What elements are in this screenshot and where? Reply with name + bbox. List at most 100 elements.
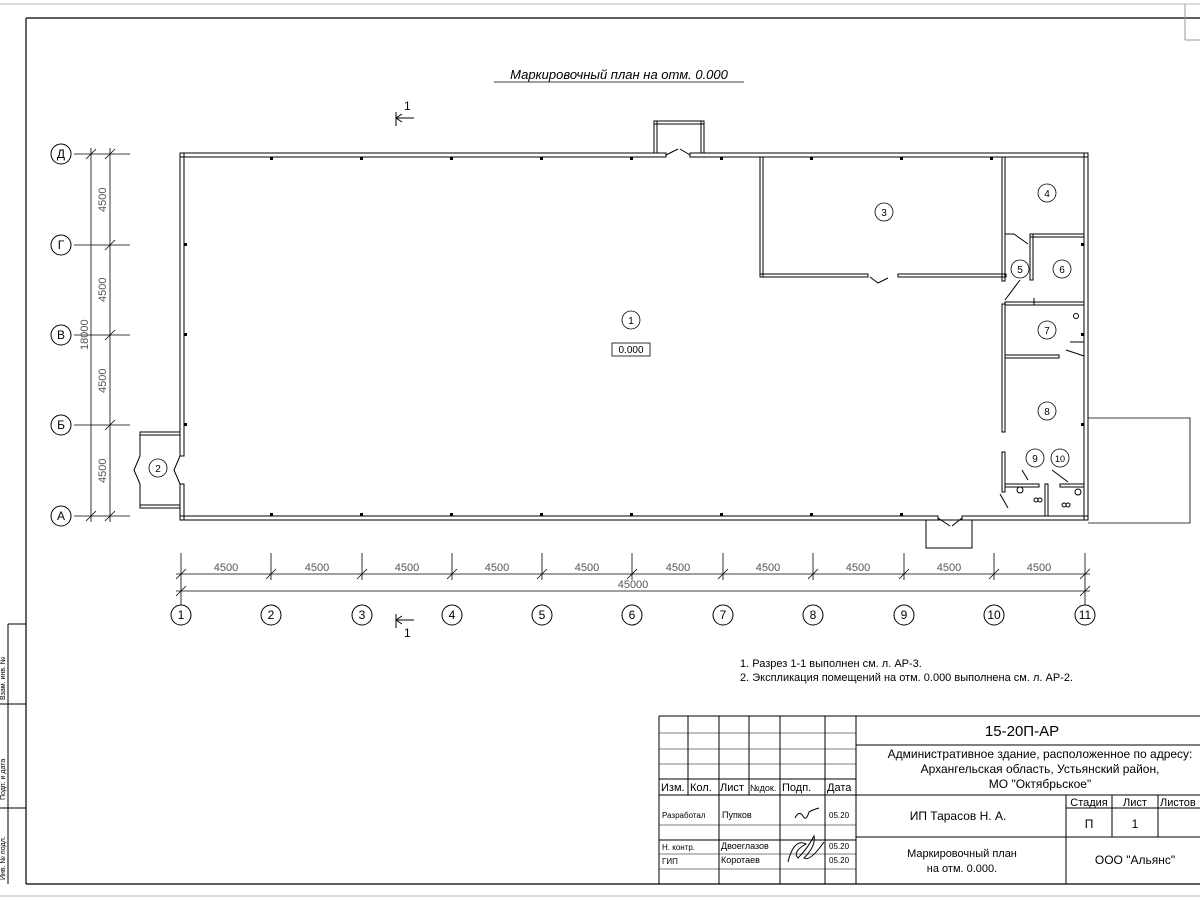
section-marker-bottom (395, 614, 414, 628)
tb-sheet-title-1: Маркировочный план (907, 848, 1017, 860)
svg-text:А: А (57, 509, 65, 523)
tb-col-data: Дата (827, 782, 852, 794)
tb-col-list: Лист (720, 782, 744, 794)
svg-text:Б: Б (57, 418, 65, 432)
tb-name-2: Двоеглазов (721, 841, 769, 851)
tb-role-2: Н. контр. (662, 843, 695, 852)
room-bubble-9: 9 (1025, 448, 1045, 468)
axis-bubble-8: 8 (802, 604, 824, 626)
dim-chain-left (74, 148, 130, 522)
elevation-mark: 0.000 (611, 342, 651, 357)
tb-date-1: 05.20 (829, 811, 850, 820)
dim-x-3: 4500 (395, 562, 419, 574)
partitions (759, 156, 1085, 517)
tb-stage-value: П (1085, 817, 1094, 831)
plan-title: Маркировочный план на отм. 0.000 (510, 67, 729, 82)
tb-role-3: ГИП (662, 857, 678, 866)
room-bubble-6: 6 (1052, 259, 1072, 279)
svg-text:4: 4 (449, 608, 456, 622)
column-ticks (184, 157, 1084, 516)
axis-bubble-D: Д (50, 143, 72, 165)
side-stamp (0, 623, 26, 884)
dim-x-6: 4500 (666, 562, 690, 574)
axis-bubble-A: А (50, 505, 72, 527)
tb-col-izm: Изм. (661, 782, 685, 794)
svg-text:Г: Г (58, 238, 65, 252)
svg-text:9: 9 (901, 608, 908, 622)
title-block (658, 715, 1200, 884)
dim-x-10: 4500 (1027, 562, 1051, 574)
svg-text:2: 2 (268, 608, 275, 622)
dim-y-3: 4500 (97, 369, 109, 393)
axis-bubble-1: 1 (170, 604, 192, 626)
dim-x-2: 4500 (305, 562, 329, 574)
tb-code: 15-20П-АР (985, 723, 1059, 740)
tb-sheet-value: 1 (1132, 817, 1139, 831)
axis-bubble-10: 10 (983, 604, 1005, 626)
tb-date-3: 05.20 (829, 856, 850, 865)
tb-col-ndok: №док. (750, 783, 776, 793)
tb-name-1: Пупков (722, 810, 752, 820)
note-2: 2. Экспликация помещений на отм. 0.000 в… (740, 672, 1073, 684)
svg-text:0.000: 0.000 (618, 345, 643, 356)
svg-text:5: 5 (1017, 265, 1023, 276)
dim-y-4: 4500 (97, 459, 109, 483)
tb-sheet-title-2: на отм. 0.000. (927, 863, 997, 875)
dim-x-4: 4500 (485, 562, 509, 574)
section-label-top: 1 (404, 99, 411, 113)
svg-text:3: 3 (881, 208, 887, 219)
side-stamp-text-2: Подп. и дата (0, 759, 7, 800)
tb-col-kol: Кол. (690, 782, 712, 794)
section-label-bottom: 1 (404, 626, 411, 640)
room-bubble-3: 3 (874, 202, 894, 222)
dim-x-total: 45000 (618, 579, 649, 591)
dim-y-2: 4500 (97, 278, 109, 302)
axis-bubble-6: 6 (621, 604, 643, 626)
room-bubble-10: 10 (1050, 448, 1070, 468)
svg-text:10: 10 (1055, 454, 1065, 464)
dim-chain-bottom (175, 553, 1091, 605)
tb-project-line-1: Административное здание, расположенное п… (888, 747, 1193, 761)
signature-marks (787, 807, 825, 863)
svg-text:6: 6 (1059, 265, 1065, 276)
dim-y-total: 18000 (79, 319, 91, 350)
tb-company: ООО "Альянс" (1095, 853, 1175, 867)
svg-text:7: 7 (720, 608, 727, 622)
room-bubble-1: 1 (621, 310, 641, 330)
svg-text:5: 5 (539, 608, 546, 622)
dim-x-5: 4500 (575, 562, 599, 574)
dim-y-1: 4500 (97, 188, 109, 212)
top-porch (653, 120, 705, 156)
axis-bubble-V: В (50, 324, 72, 346)
svg-text:6: 6 (629, 608, 636, 622)
axis-bubble-7: 7 (712, 604, 734, 626)
tb-author: ИП Тарасов Н. А. (910, 809, 1007, 823)
axis-bubble-G: Г (50, 234, 72, 256)
dim-x-8: 4500 (846, 562, 870, 574)
svg-text:3: 3 (359, 608, 366, 622)
tb-name-3: Коротаев (721, 855, 760, 865)
axis-bubble-5: 5 (531, 604, 553, 626)
axis-bubbles-vertical: 1 2 3 4 5 6 7 8 9 10 11 (170, 604, 1096, 626)
sheet-frame (0, 3, 1200, 897)
dim-x-9: 4500 (937, 562, 961, 574)
tb-project-line-3: МО "Октябрьское" (989, 777, 1091, 791)
tb-date-2: 05.20 (829, 842, 850, 851)
svg-text:10: 10 (987, 608, 1001, 622)
tb-project-line-2: Архангельская область, Устьянский район, (921, 762, 1160, 776)
svg-text:7: 7 (1044, 326, 1050, 337)
room-bubble-8: 8 (1037, 401, 1057, 421)
axis-bubble-3: 3 (351, 604, 373, 626)
axis-bubble-9: 9 (893, 604, 915, 626)
svg-text:4: 4 (1044, 189, 1050, 200)
axis-bubble-11: 11 (1074, 604, 1096, 626)
note-1: 1. Разрез 1-1 выполнен см. л. АР-3. (740, 658, 922, 670)
svg-text:8: 8 (810, 608, 817, 622)
svg-text:8: 8 (1044, 407, 1050, 418)
tb-sheets-header: Листов (1160, 797, 1196, 809)
side-stamp-text-1: Взам. инв. № (0, 657, 7, 700)
svg-text:Д: Д (57, 147, 65, 161)
svg-text:9: 9 (1032, 454, 1038, 465)
tb-role-1: Разработал (662, 811, 706, 820)
